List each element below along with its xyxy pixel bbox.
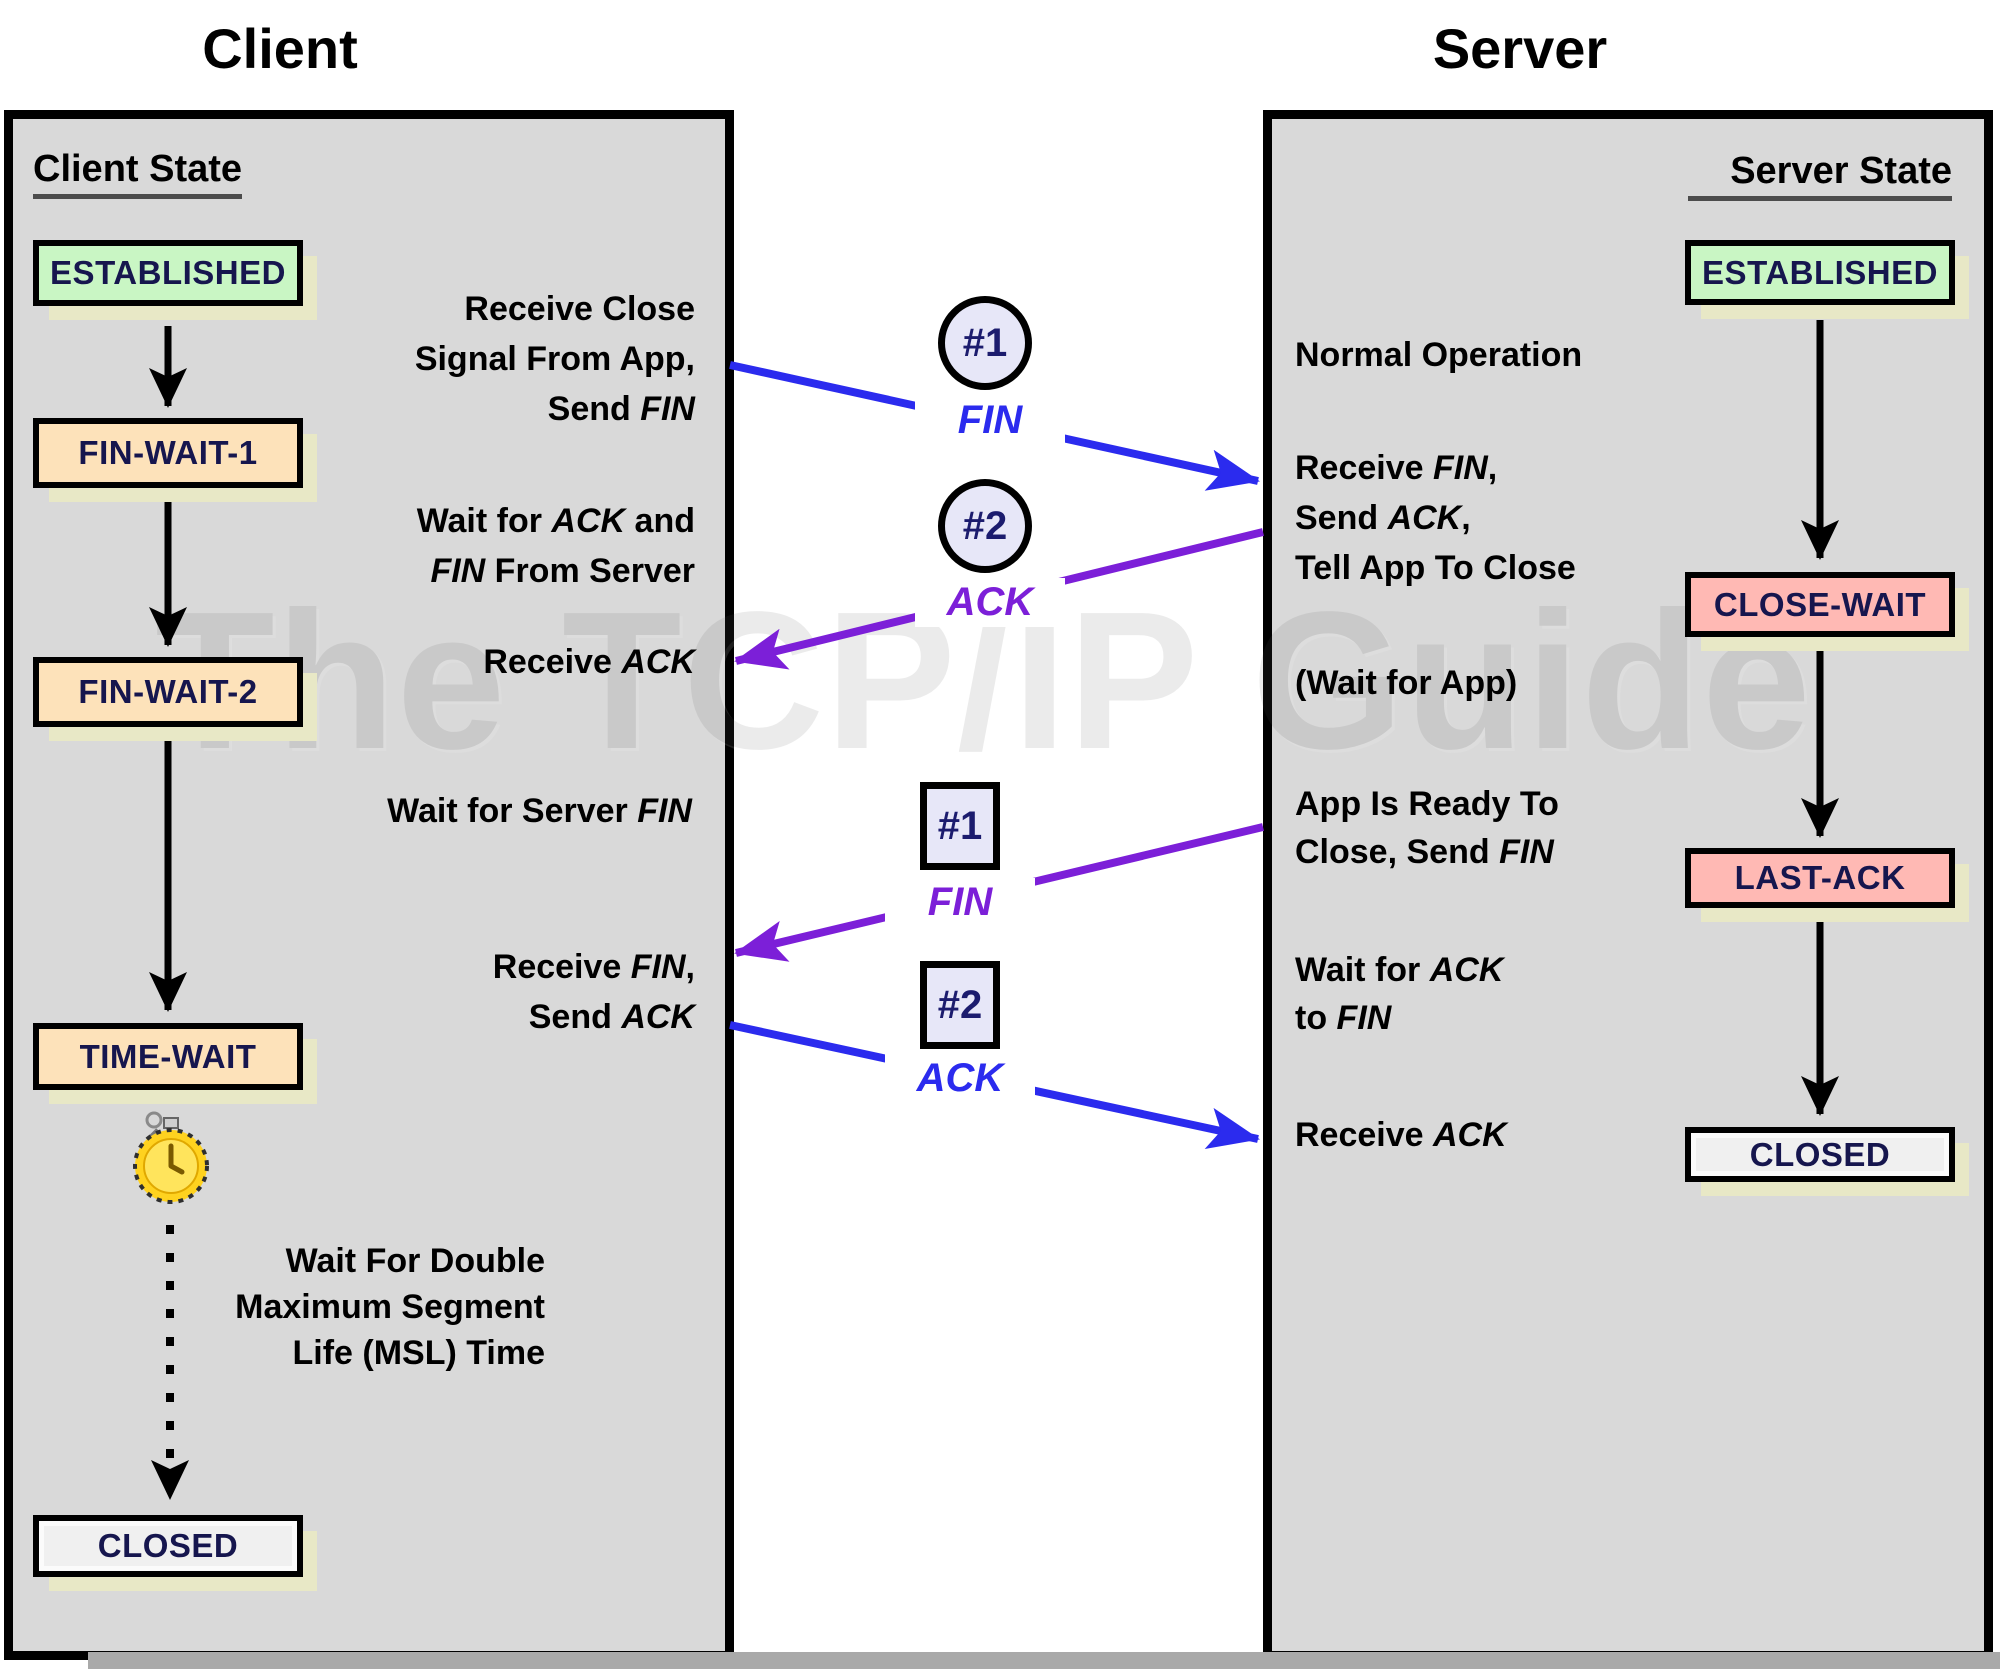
server-title: Server (1432, 17, 1608, 80)
server-state-heading: Server State (1688, 150, 1952, 201)
annotation-line: Maximum Segment (235, 1288, 545, 1326)
annotation-line: Receive FIN, (1295, 449, 1498, 487)
client-annotation-receive-close: Receive Close Signal From App, Send FIN (275, 284, 695, 434)
stopwatch-icon (133, 1111, 209, 1204)
client-annotation-wait-server-fin: Wait for Server FIN (272, 786, 692, 836)
annotation-line: Close, Send FIN (1295, 833, 1554, 871)
annotation-line: Send ACK (528, 998, 695, 1036)
annotation-line: App Is Ready To (1295, 785, 1559, 823)
client-state-time-wait: TIME-WAIT (33, 1023, 303, 1090)
server-state-established: ESTABLISHED (1685, 240, 1955, 305)
client-state-established: ESTABLISHED (33, 240, 303, 306)
client-state-fin-wait-2: FIN-WAIT-2 (33, 657, 303, 727)
client-annotation-receive-fin-send-ack: Receive FIN, Send ACK (275, 942, 695, 1042)
annotation-line: Wait For Double (285, 1242, 545, 1280)
message-badge-2-square: #2 (920, 961, 1000, 1049)
server-annotation-normal-operation: Normal Operation (1295, 330, 1725, 380)
annotation-line: Wait for Server FIN (387, 792, 692, 830)
annotation-line: Receive Close (464, 290, 695, 328)
page-edge-strip (88, 1652, 2000, 1669)
message-badge-1-square: #1 (920, 782, 1000, 870)
client-state-closed: CLOSED (33, 1515, 303, 1577)
message-label-fin-1: FIN (915, 396, 1065, 445)
annotation-line: Wait for ACK and (416, 502, 695, 540)
server-annotation-wait-ack-to-fin: Wait for ACK to FIN (1295, 946, 1725, 1042)
server-annotation-receive-ack: Receive ACK (1295, 1110, 1725, 1160)
message-label-fin-2: FIN (885, 878, 1035, 927)
annotation-line: to FIN (1295, 999, 1392, 1037)
server-state-last-ack: LAST-ACK (1685, 848, 1955, 908)
server-annotation-receive-fin: Receive FIN, Send ACK, Tell App To Close (1295, 443, 1725, 593)
server-state-close-wait: CLOSE-WAIT (1685, 572, 1955, 637)
message-badge-2-circle: #2 (938, 479, 1032, 573)
annotation-line: Receive ACK (1295, 1116, 1507, 1154)
client-state-heading: Client State (33, 148, 243, 199)
server-annotation-app-ready: App Is Ready To Close, Send FIN (1295, 780, 1725, 876)
annotation-line: FIN From Server (430, 552, 695, 590)
annotation-line: Tell App To Close (1295, 549, 1576, 587)
message-label-ack-1: ACK (915, 578, 1065, 627)
annotation-line: Send FIN (547, 390, 695, 428)
client-annotation-msl-wait: Wait For Double Maximum Segment Life (MS… (200, 1238, 545, 1376)
annotation-line: Receive FIN, (492, 948, 695, 986)
annotation-line: Receive ACK (483, 643, 695, 681)
message-badge-1-circle: #1 (938, 296, 1032, 390)
annotation-line: Wait for ACK (1295, 951, 1504, 989)
client-title: Client (202, 17, 358, 80)
server-state-closed: CLOSED (1685, 1127, 1955, 1182)
annotation-line: (Wait for App) (1295, 664, 1518, 702)
server-annotation-wait-for-app: (Wait for App) (1295, 658, 1725, 708)
annotation-line: Life (MSL) Time (292, 1334, 546, 1372)
client-annotation-receive-ack: Receive ACK (275, 637, 695, 687)
message-label-ack-2: ACK (885, 1054, 1035, 1103)
annotation-line: Normal Operation (1295, 336, 1583, 374)
annotation-line: Signal From App, (414, 340, 695, 378)
client-state-fin-wait-1: FIN-WAIT-1 (33, 418, 303, 488)
client-panel (4, 110, 734, 1660)
client-annotation-wait-ack-fin: Wait for ACK and FIN From Server (275, 496, 695, 596)
annotation-line: Send ACK, (1295, 499, 1471, 537)
